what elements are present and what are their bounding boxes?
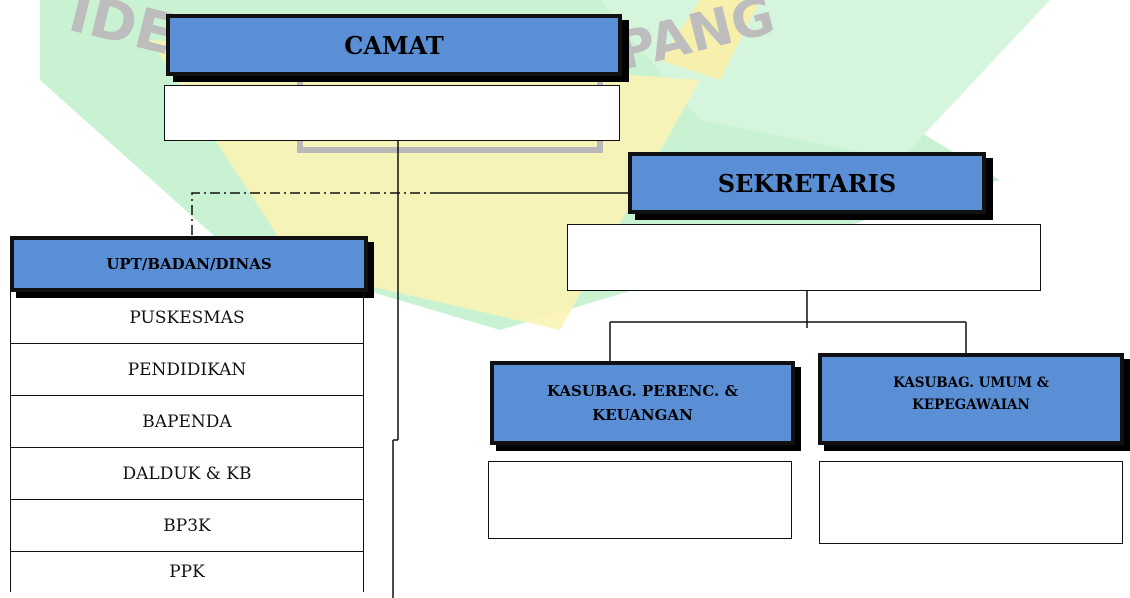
list-item: PENDIDIKAN [11,344,363,396]
watermark-text-right: PANG [611,0,781,83]
kasubag-umum-line2: KEPEGAWAIAN [912,396,1030,413]
connector-coordination-upt [191,192,440,236]
kasubag-perencanaan-line2: KEUANGAN [592,406,693,424]
sekretaris-box: SEKRETARIS [628,152,986,214]
camat-box: CAMAT [166,14,622,76]
sekretaris-label: SEKRETARIS [717,168,897,198]
watermark-text-left: IDE [63,0,181,68]
upt-box: UPT/BADAN/DINAS [10,236,368,292]
kasubag-umum-name-box [819,461,1123,544]
kasubag-perencanaan-line1: KASUBAG. PERENC. & [546,382,738,400]
list-item: DALDUK & KB [11,448,363,500]
watermark-yellow-shape-2 [660,0,760,80]
kasubag-perencanaan-name-box [488,461,792,539]
list-item: BP3K [11,500,363,552]
camat-name-box [164,85,620,141]
sekretaris-name-box [567,224,1041,291]
camat-label: CAMAT [344,30,444,60]
upt-label: UPT/BADAN/DINAS [106,255,272,273]
kasubag-umum-box: KASUBAG. UMUM & KEPEGAWAIAN [818,353,1124,445]
watermark-green-shape-2 [600,0,1050,160]
list-item: BAPENDA [11,396,363,448]
upt-list: PUSKESMAS PENDIDIKAN BAPENDA DALDUK & KB… [10,292,364,592]
kasubag-umum-line1: KASUBAG. UMUM & [893,375,1049,391]
list-item: PUSKESMAS [11,292,363,344]
list-item: PPK [169,562,205,582]
kasubag-perencanaan-box: KASUBAG. PERENC. & KEUANGAN [490,361,795,445]
